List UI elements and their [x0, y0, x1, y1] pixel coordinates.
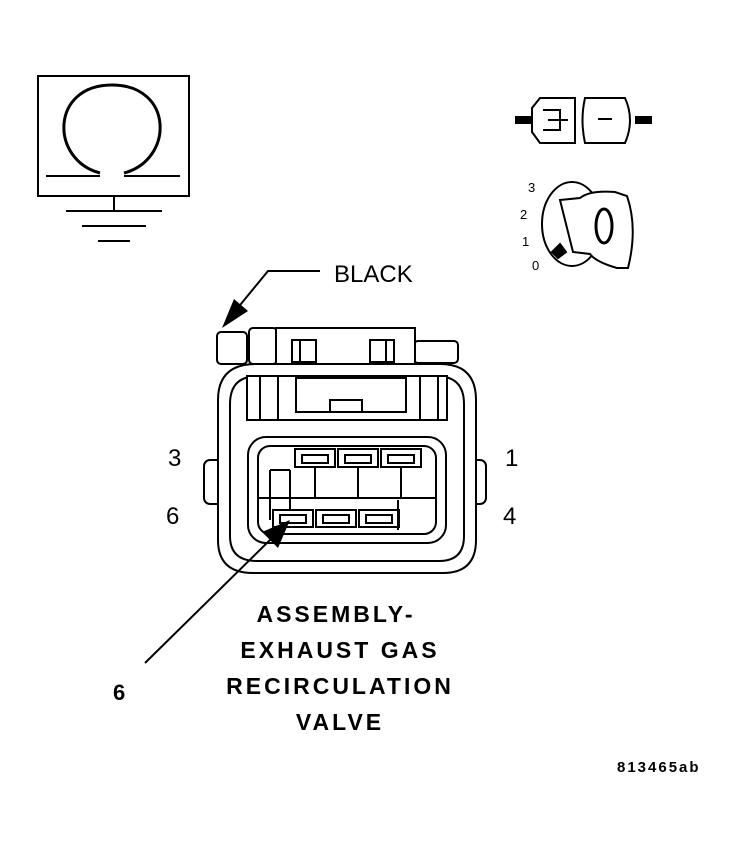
title-line-1: ASSEMBLY- [256, 601, 415, 627]
ohm-meter-icon [37, 75, 190, 197]
pin-callout-leader [144, 537, 273, 664]
ignition-pos-1: 1 [522, 234, 529, 249]
cavity-1 [380, 448, 422, 498]
ignition-key-off-icon [541, 181, 634, 269]
ignition-pos-3: 3 [528, 180, 535, 195]
cavity-3 [294, 448, 336, 498]
cavity-4 [358, 509, 400, 528]
unplugged-connector-icon [515, 97, 652, 144]
pin-callout-label: 6 [113, 680, 125, 705]
wire-color-label: BLACK [334, 261, 413, 288]
pin-callout-arrowhead [262, 520, 290, 548]
pin-label-1: 1 [505, 445, 518, 472]
cavity-6 [272, 509, 314, 528]
ignition-pos-0: 0 [532, 258, 539, 273]
cavity-2 [337, 448, 379, 498]
figure-id: 813465ab [617, 759, 701, 776]
title-line-3: RECIRCULATION [226, 673, 454, 699]
wire-color-leader [235, 270, 320, 311]
ground-icon [66, 196, 162, 242]
pin-label-4: 4 [503, 503, 516, 530]
terminal-cavities [258, 448, 436, 530]
pin-label-6: 6 [166, 503, 179, 530]
cavity-5 [315, 509, 357, 528]
ignition-position-labels: 3 2 1 0 [520, 180, 539, 273]
component-title: ASSEMBLY- EXHAUST GAS RECIRCULATION VALV… [226, 601, 454, 735]
ignition-pos-2: 2 [520, 207, 527, 222]
wire-color-arrowhead [222, 299, 248, 328]
title-line-2: EXHAUST GAS [240, 637, 439, 663]
pin-label-3: 3 [168, 445, 181, 472]
title-line-4: VALVE [296, 709, 384, 735]
